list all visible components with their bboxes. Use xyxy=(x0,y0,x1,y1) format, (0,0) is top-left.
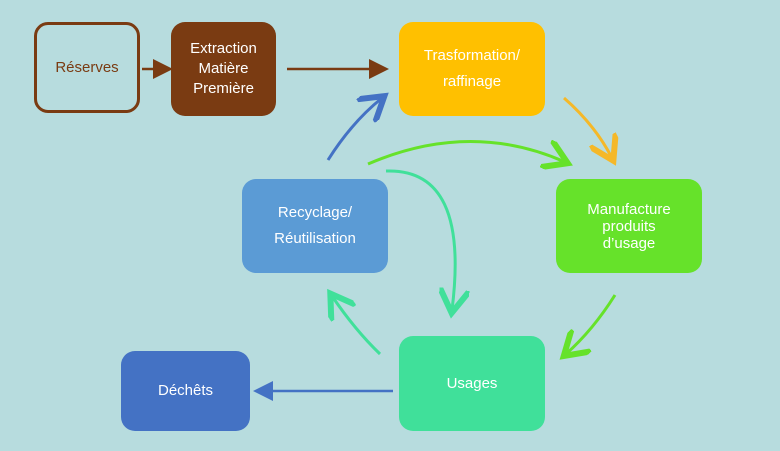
node-usages-label: Usages xyxy=(446,374,498,392)
arrow-recyclage-usages xyxy=(385,169,455,310)
node-dechets: Déchêts xyxy=(121,351,250,431)
node-reserves-label: Réserves xyxy=(55,58,119,76)
arrow-manufacture-usages xyxy=(566,294,617,354)
node-manufacture: Manufacture produits d’usage xyxy=(556,179,702,273)
node-transformation: Trasformation/ raffinage xyxy=(399,22,545,116)
node-reserves: Réserves xyxy=(34,22,140,113)
arrow-usages-recyclage xyxy=(332,296,382,356)
node-extraction-label: Extraction Matière Première xyxy=(190,40,257,97)
node-usages: Usages xyxy=(399,336,545,431)
node-extraction: Extraction Matière Première xyxy=(171,22,276,116)
node-dechets-label: Déchêts xyxy=(157,382,214,399)
arrow-transformation-manufacture xyxy=(563,96,612,158)
arrow-recyclage-manufacture xyxy=(367,141,565,164)
node-recyclage: Recyclage/ Réutilisation xyxy=(242,179,388,273)
arrow-recyclage-transformation xyxy=(326,98,382,161)
node-transformation-label: Trasformation/ raffinage xyxy=(423,47,521,90)
node-manufacture-label: Manufacture produits d’usage xyxy=(587,200,671,252)
node-recyclage-label: Recyclage/ Réutilisation xyxy=(274,204,356,247)
